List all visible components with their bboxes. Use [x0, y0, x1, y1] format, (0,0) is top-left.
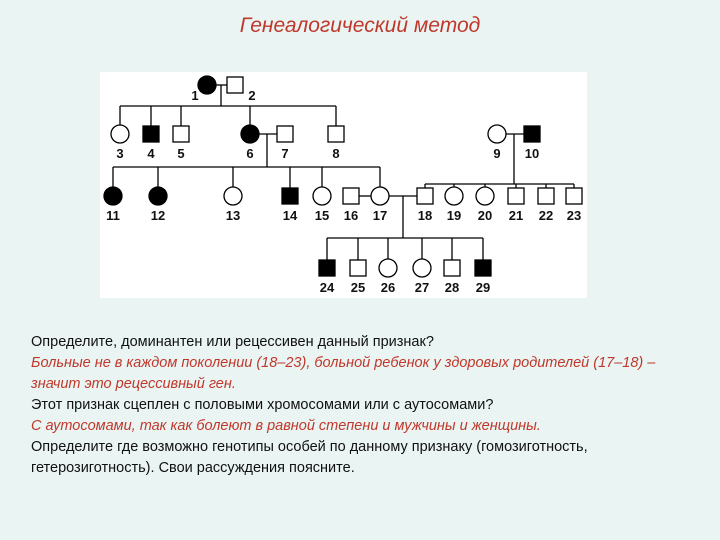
affected-female-symbol-6 [240, 124, 260, 144]
individual-label-28: 28 [445, 280, 459, 295]
female-symbol-15 [312, 186, 332, 206]
individual-label-12: 12 [151, 208, 165, 223]
individual-label-16: 16 [344, 208, 358, 223]
individual-label-25: 25 [351, 280, 365, 295]
female-symbol-26 [378, 258, 398, 278]
female-symbol-19 [444, 186, 464, 206]
question-1: Определите, доминантен или рецессивен да… [31, 334, 434, 350]
individual-label-10: 10 [525, 146, 539, 161]
male-symbol-28 [443, 259, 461, 277]
individual-label-5: 5 [177, 146, 184, 161]
individual-label-24: 24 [320, 280, 335, 295]
affected-male-symbol-10 [523, 125, 541, 143]
individual-label-18: 18 [418, 208, 432, 223]
individual-label-20: 20 [478, 208, 492, 223]
affected-male-symbol-24 [318, 259, 336, 277]
male-symbol-7 [276, 125, 294, 143]
individual-label-21: 21 [509, 208, 523, 223]
male-symbol-16 [342, 187, 360, 205]
male-symbol-23 [565, 187, 583, 205]
male-symbol-25 [349, 259, 367, 277]
individual-label-4: 4 [147, 146, 155, 161]
affected-male-symbol-29 [474, 259, 492, 277]
answer-2: С аутосомами, так как болеют в равной ст… [31, 418, 541, 434]
female-symbol-13 [223, 186, 243, 206]
question-text: Определите, доминантен или рецессивен да… [31, 332, 691, 479]
individual-label-19: 19 [447, 208, 461, 223]
individual-label-13: 13 [226, 208, 240, 223]
individual-label-22: 22 [539, 208, 553, 223]
male-symbol-22 [537, 187, 555, 205]
affected-female-symbol-12 [148, 186, 168, 206]
individual-label-23: 23 [567, 208, 581, 223]
individual-label-9: 9 [493, 146, 500, 161]
question-2: Этот признак сцеплен с половыми хромосом… [31, 397, 494, 413]
male-symbol-2 [226, 76, 244, 94]
female-symbol-17 [370, 186, 390, 206]
male-symbol-8 [327, 125, 345, 143]
individual-label-2: 2 [248, 88, 255, 103]
individual-label-26: 26 [381, 280, 395, 295]
individual-label-6: 6 [246, 146, 253, 161]
question-3: Определите где возможно генотипы особей … [31, 439, 588, 476]
affected-female-symbol-1 [197, 75, 217, 95]
affected-female-symbol-11 [103, 186, 123, 206]
female-symbol-27 [412, 258, 432, 278]
answer-1: Больные не в каждом поколении (18–23), б… [31, 355, 656, 392]
individual-label-8: 8 [332, 146, 339, 161]
male-symbol-5 [172, 125, 190, 143]
individual-label-1: 1 [191, 88, 198, 103]
female-symbol-3 [110, 124, 130, 144]
individual-label-7: 7 [281, 146, 288, 161]
page-title: Генеалогический метод [239, 14, 481, 37]
male-symbol-18 [416, 187, 434, 205]
individual-label-29: 29 [476, 280, 490, 295]
female-symbol-9 [487, 124, 507, 144]
individual-label-14: 14 [283, 208, 298, 223]
affected-male-symbol-14 [281, 187, 299, 205]
individual-label-3: 3 [116, 146, 123, 161]
individual-label-27: 27 [415, 280, 429, 295]
affected-male-symbol-4 [142, 125, 160, 143]
individual-label-11: 11 [106, 208, 120, 223]
individual-label-15: 15 [315, 208, 329, 223]
male-symbol-21 [507, 187, 525, 205]
individual-label-17: 17 [373, 208, 387, 223]
female-symbol-20 [475, 186, 495, 206]
